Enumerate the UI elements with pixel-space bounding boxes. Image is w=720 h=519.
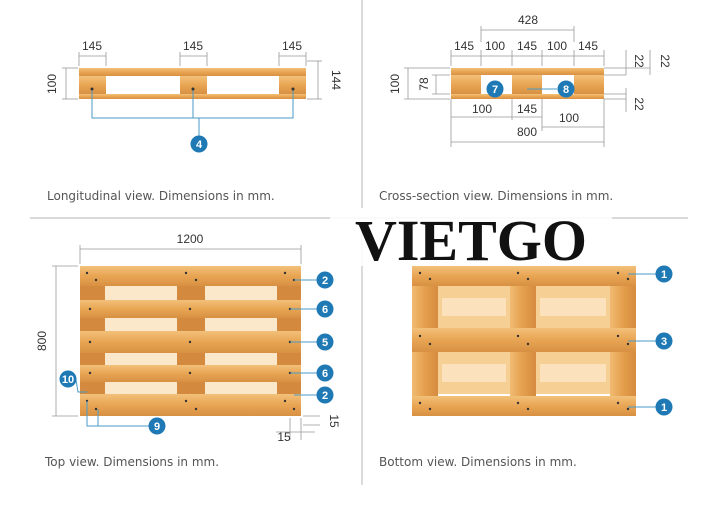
dim-22b: 22 (658, 54, 672, 68)
callout-badge-6-top (316, 300, 334, 318)
block-center-cross (512, 75, 542, 94)
top-board-5 (80, 394, 301, 416)
dim-b800: 800 (517, 125, 537, 139)
svg-text:6: 6 (322, 368, 328, 380)
callout-badge-1-top (655, 265, 673, 283)
block-right-cross (574, 75, 604, 94)
watermark-text: VIETGO (355, 208, 587, 273)
callout-badge-6-bottom (316, 364, 334, 382)
dim-428: 428 (518, 13, 538, 27)
caption-longitudinal: Longitudinal view. Dimensions in mm. (47, 189, 275, 203)
bottom-board-cross (451, 94, 604, 99)
top-board-1 (80, 266, 301, 286)
bottom-view: 1 3 1 Bottom view. Dimensions in mm. (379, 265, 673, 469)
dim-total-height: 144 (329, 70, 343, 90)
dim-b100-right: 100 (559, 111, 579, 125)
longitudinal-view: 145 145 145 100 144 4 Longitudinal view.… (45, 39, 343, 203)
caption-cross-section: Cross-section view. Dimensions in mm. (379, 189, 613, 203)
callout-badge-3 (655, 332, 673, 350)
callout-badge-2-top (316, 271, 334, 289)
caption-top-view: Top view. Dimensions in mm. (44, 455, 219, 469)
dim-block-1: 145 (82, 39, 102, 53)
dim-block-2: 145 (183, 39, 203, 53)
callout-badge-5 (316, 333, 334, 351)
callout-badge-1-bottom (655, 398, 673, 416)
svg-text:10: 10 (62, 374, 74, 386)
dim-b100: 100 (472, 102, 492, 116)
dim-145b: 145 (517, 39, 537, 53)
dim-left-78: 78 (417, 77, 431, 91)
dim-1200: 1200 (177, 232, 204, 246)
svg-text:8: 8 (563, 84, 569, 96)
svg-text:2: 2 (322, 390, 328, 402)
callout-badge-10 (59, 370, 77, 388)
callout-badge-7 (486, 80, 504, 98)
top-board-cross (451, 68, 604, 75)
svg-text:9: 9 (154, 421, 160, 433)
caption-bottom-view: Bottom view. Dimensions in mm. (379, 455, 577, 469)
dim-left-100: 100 (388, 74, 402, 94)
svg-text:1: 1 (661, 269, 667, 281)
dim-height: 100 (45, 74, 59, 94)
dim-800: 800 (35, 331, 49, 351)
dim-145c: 145 (578, 39, 598, 53)
svg-text:3: 3 (661, 336, 667, 348)
block-left-cross (451, 75, 481, 94)
svg-text:1: 1 (661, 402, 667, 414)
callout-badge-8 (557, 80, 575, 98)
dim-b145: 145 (517, 102, 537, 116)
dim-15-vertical: 15 (327, 414, 341, 428)
callout-badge-2-bottom (316, 386, 334, 404)
dim-100b: 100 (547, 39, 567, 53)
dim-145a: 145 (454, 39, 474, 53)
dim-block-3: 145 (282, 39, 302, 53)
svg-text:5: 5 (322, 337, 328, 349)
block-middle (180, 76, 207, 94)
block-right (279, 76, 306, 94)
callout-badge-4 (190, 135, 208, 153)
top-board (79, 68, 306, 76)
dim-100a: 100 (485, 39, 505, 53)
callout-badge-9 (148, 417, 166, 435)
svg-text:7: 7 (492, 84, 498, 96)
top-view: 1200 800 15 15 2 6 5 6 2 10 9 Top view. … (35, 232, 341, 469)
svg-text:2: 2 (322, 275, 328, 287)
bottom-board-bottom (412, 396, 636, 416)
dim-22a: 22 (632, 54, 646, 68)
dim-15-horizontal: 15 (277, 430, 291, 444)
bottom-board-top (412, 266, 636, 286)
svg-text:4: 4 (196, 139, 203, 151)
dim-22c: 22 (632, 97, 646, 111)
svg-text:6: 6 (322, 304, 328, 316)
bottom-board-center (412, 328, 636, 352)
block-left (79, 76, 106, 94)
cross-section-view: 428 145 100 145 100 145 22 22 22 100 78 … (379, 13, 672, 203)
